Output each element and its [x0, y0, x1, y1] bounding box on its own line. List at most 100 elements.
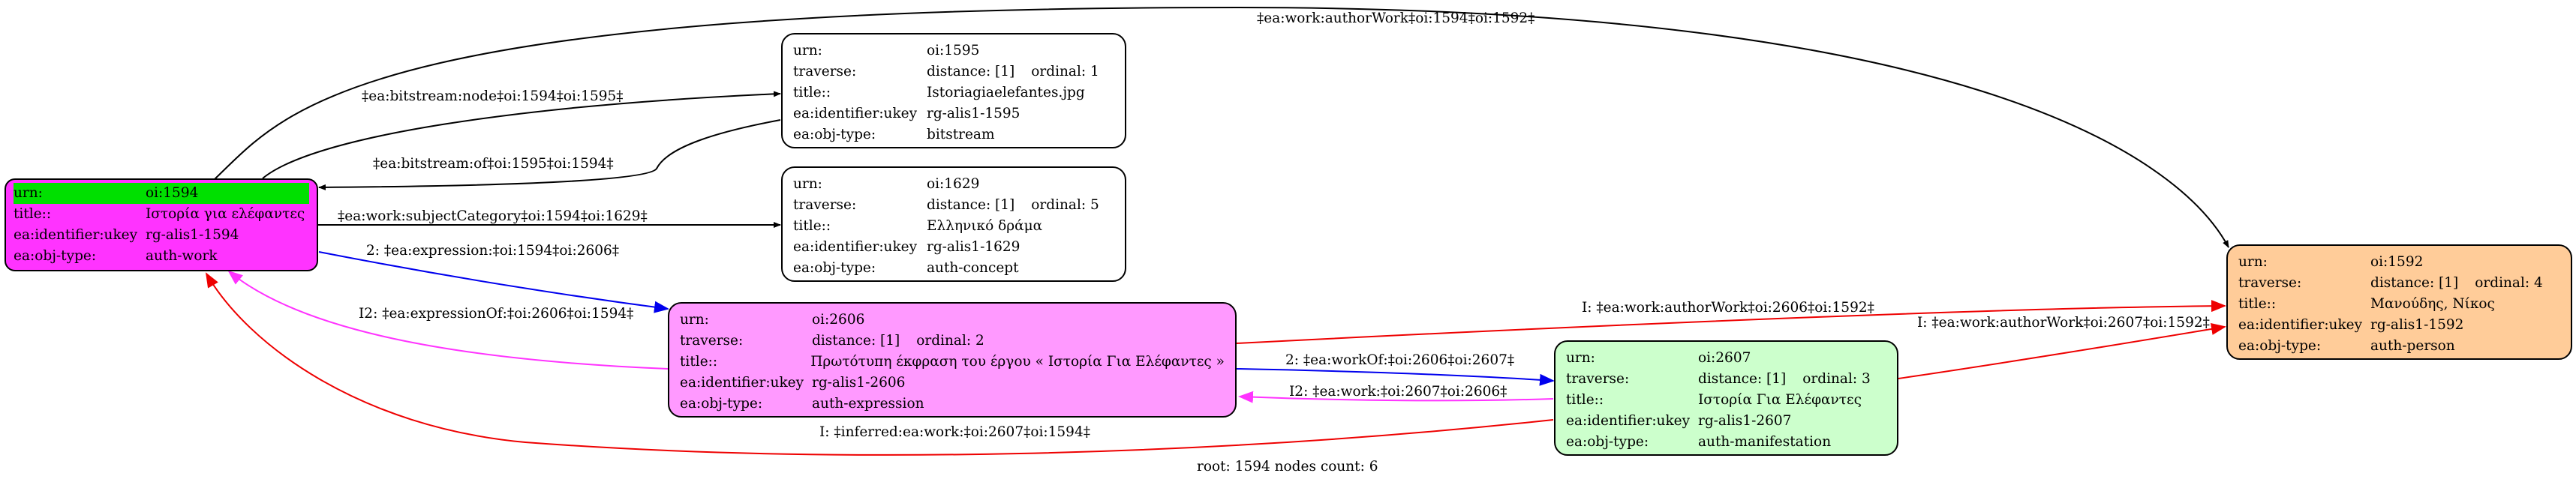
urn-row: urn:oi:1595: [793, 40, 1114, 61]
edge-label-expression-of: I2: ‡ea:expressionOf:‡oi:2606‡oi:1594‡: [359, 306, 634, 322]
traverse-row: traverse: distance: [1] ordinal: 3: [1566, 369, 1886, 390]
edge-author-work-2606: [1236, 300, 2226, 344]
distance-value: distance: [1]: [812, 333, 900, 349]
title-value: Istoriagiaelefantes.jpg: [927, 85, 1085, 100]
ukey-key: ea:identifier:ukey: [680, 375, 804, 391]
urn-row: urn: oi:1594: [14, 183, 309, 204]
distance-value: distance: [1]: [1698, 371, 1787, 387]
traverse-key: traverse:: [1566, 371, 1630, 387]
type-row: ea:obj-type: bitstream: [793, 124, 1114, 145]
urn-row: urn:oi:2606: [680, 310, 1225, 331]
edge-label-bitstream-node: ‡ea:bitstream:node‡oi:1594‡oi:1595‡: [362, 88, 624, 104]
urn-key: urn:: [1566, 350, 1595, 366]
edge-label-bitstream-of: ‡ea:bitstream:of‡oi:1595‡oi:1594‡: [373, 156, 614, 172]
urn-row: urn:oi:1629: [793, 174, 1114, 195]
title-row: title::Ελληνικό δράμα: [793, 216, 1114, 237]
title-key: title::: [793, 218, 831, 234]
traverse-key: traverse:: [680, 333, 744, 349]
type-row: ea:obj-type: auth-person: [2238, 336, 2560, 357]
type-key: ea:obj-type:: [680, 396, 763, 412]
edge-label-work-2607: I2: ‡ea:work:‡oi:2607‡oi:2606‡: [1289, 384, 1507, 400]
type-value: auth-expression: [812, 396, 924, 412]
ukey-row: ea:identifier:ukey rg-alis1-1594: [14, 225, 309, 246]
title-key: title::: [1566, 392, 1604, 408]
edge-label-expression: 2: ‡ea:expression:‡oi:1594‡oi:2606‡: [366, 243, 620, 259]
title-key: title::: [2238, 296, 2277, 312]
urn-row: urn: oi:2607: [1566, 348, 1886, 369]
edge-work-2607: [1238, 391, 1554, 403]
type-key: ea:obj-type:: [793, 260, 876, 276]
type-value: auth-manifestation: [1698, 434, 1832, 450]
ukey-value: rg-alis1-2606: [812, 375, 906, 391]
ordinal-value: ordinal: 4: [2475, 275, 2543, 291]
urn-value: oi:1595: [927, 43, 980, 58]
node-concept-1629[interactable]: urn:oi:1629 traverse: distance: [1] ordina…: [781, 166, 1126, 282]
title-key: title::: [793, 85, 831, 100]
edge-inferred-work: [205, 272, 1554, 456]
urn-value: oi:2607: [1698, 350, 1751, 366]
edge-author-work: [213, 6, 2229, 248]
edge-bitstream-of: [318, 119, 781, 190]
type-row: ea:obj-type: auth-expression: [680, 394, 1225, 415]
type-row: ea:obj-type: auth-work: [14, 246, 309, 267]
ukey-key: ea:identifier:ukey: [793, 106, 918, 121]
title-row: title::Ιστορία για ελέφαντες: [14, 204, 309, 225]
edge-author-work-2607: [1898, 323, 2226, 379]
urn-row: urn: oi:1592: [2238, 252, 2560, 273]
edge-bitstream-node: [262, 91, 781, 179]
edge-expression-of: [227, 270, 669, 370]
edge-expression: [318, 251, 669, 313]
ordinal-value: ordinal: 1: [1031, 64, 1099, 79]
traverse-key: traverse:: [2238, 275, 2302, 291]
ordinal-value: ordinal: 3: [1802, 371, 1871, 387]
traverse-row: traverse:distance: [1]ordinal: 4: [2238, 273, 2560, 294]
traverse-row: traverse:distance: [1]ordinal: 2: [680, 331, 1225, 352]
type-key: ea:obj-type:: [2238, 338, 2322, 354]
distance-value: distance: [1]: [927, 64, 1015, 79]
urn-value: oi:1594: [146, 185, 199, 201]
type-row: ea:obj-type:auth-concept: [793, 258, 1114, 279]
ukey-value: rg-alis1-1594: [146, 227, 239, 243]
title-value: Ιστορία Για Ελέφαντες: [1698, 392, 1862, 408]
node-manifestation-2607[interactable]: urn: oi:2607 traverse: distance: [1] ordina…: [1554, 340, 1898, 456]
ukey-value: rg-alis1-1592: [2370, 317, 2464, 333]
type-key: ea:obj-type:: [1566, 434, 1649, 450]
title-value: Ελληνικό δράμα: [927, 218, 1043, 234]
ukey-value: rg-alis1-1595: [927, 106, 1020, 121]
title-row: title::Ιστορία Για Ελέφαντες: [1566, 390, 1886, 411]
urn-key: urn:: [680, 312, 709, 328]
urn-value: oi:1629: [927, 176, 980, 192]
traverse-row: traverse: distance: [1] ordinal: 5: [793, 195, 1114, 216]
type-value: bitstream: [927, 127, 995, 142]
title-row: title::Πρωτότυπη έκφραση του έργου « Ιστ…: [680, 352, 1225, 373]
node-person-1592[interactable]: urn: oi:1592 traverse:distance: [1]ordina…: [2226, 244, 2572, 360]
edge-work-of: [1236, 368, 1555, 386]
traverse-key: traverse:: [793, 197, 857, 213]
ukey-key: ea:identifier:ukey: [14, 227, 138, 243]
traverse-key: traverse:: [793, 64, 857, 79]
type-value: auth-work: [146, 248, 218, 264]
ukey-row: ea:identifier:ukey rg-alis1-2606: [680, 373, 1225, 394]
node-expression-2606[interactable]: urn:oi:2606 traverse:distance: [1]ordina…: [668, 302, 1237, 418]
distance-value: distance: [1]: [927, 197, 1015, 213]
traverse-row: traverse: distance: [1] ordinal: 1: [793, 61, 1114, 82]
edge-label-author-work-2606: I: ‡ea:work:authorWork‡oi:2606‡oi:1592‡: [1582, 300, 1874, 316]
urn-key: urn:: [14, 185, 43, 201]
edge-label-subject-category: ‡ea:work:subjectCategory‡oi:1594‡oi:1629…: [338, 208, 648, 224]
title-value: Μανούδης, Νίκος: [2370, 296, 2495, 312]
ukey-key: ea:identifier:ukey: [1566, 413, 1691, 429]
ukey-value: rg-alis1-2607: [1698, 413, 1792, 429]
node-bitstream-1595[interactable]: urn:oi:1595 traverse: distance: [1] ordina…: [781, 33, 1126, 148]
type-key: ea:obj-type:: [793, 127, 876, 142]
ukey-key: ea:identifier:ukey: [793, 239, 918, 255]
node-work-1594[interactable]: urn: oi:1594 title::Ιστορία για ελέφαντες…: [5, 178, 318, 271]
ukey-row: ea:identifier:ukey rg-alis1-1595: [793, 103, 1114, 124]
type-value: auth-person: [2370, 338, 2455, 354]
type-key: ea:obj-type:: [14, 248, 97, 264]
urn-key: urn:: [2238, 254, 2268, 270]
urn-value: oi:1592: [2370, 254, 2424, 270]
ordinal-value: ordinal: 5: [1031, 197, 1099, 213]
